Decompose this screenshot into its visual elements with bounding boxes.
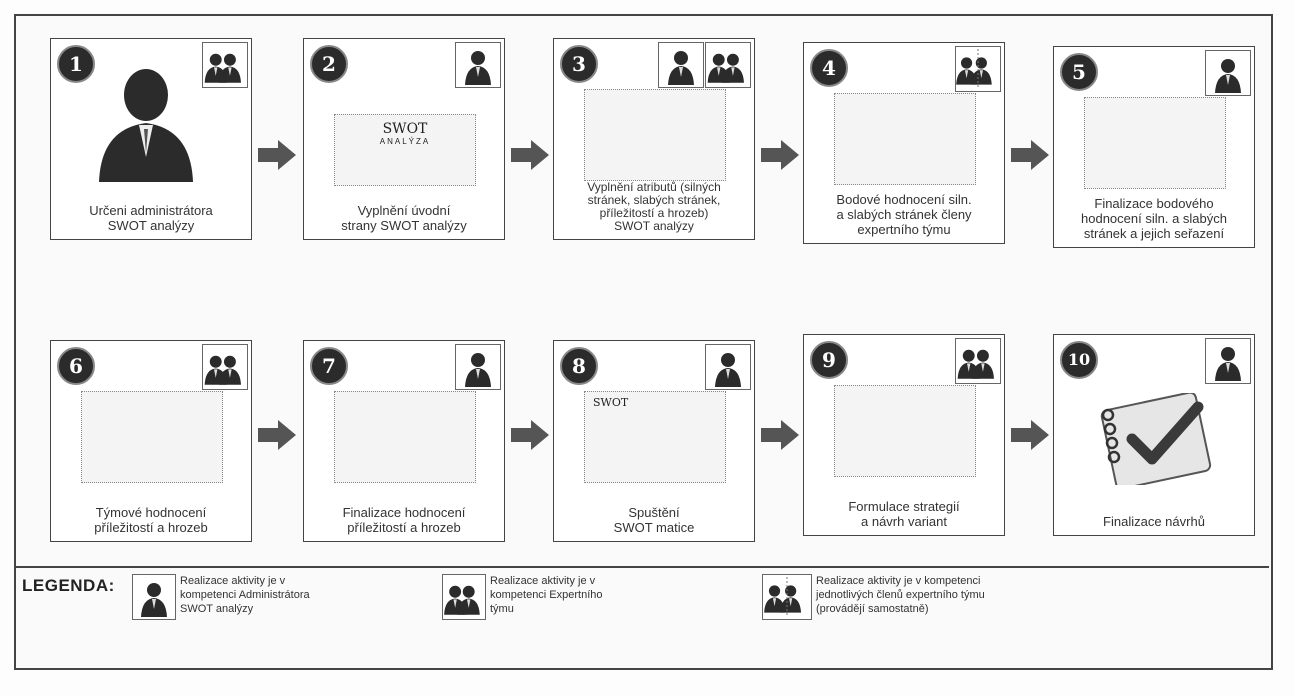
step-6: 6 Týmové hodnocení příležitostí a hrozeb [50, 340, 252, 542]
expert-team-icon [202, 344, 248, 390]
form-screenshot [334, 391, 476, 483]
admin-person-icon [658, 42, 704, 88]
legend: LEGENDA: Realizace aktivity je v kompete… [14, 566, 1269, 624]
admin-person-icon [1205, 50, 1251, 96]
step-number-badge: 3 [560, 45, 598, 83]
expert-team-icon [705, 42, 751, 88]
form-screenshot [584, 89, 726, 181]
form-screenshot [834, 93, 976, 185]
step-caption: Finalizace návrhů [1103, 514, 1205, 529]
individual-members-icon [762, 574, 812, 620]
step-number-badge: 8 [560, 347, 598, 385]
step-caption: Vyplnění úvodní strany SWOT analýzy [341, 203, 467, 233]
admin-person-icon [455, 42, 501, 88]
individual-members-icon [955, 46, 1001, 92]
administrator-figure [91, 57, 201, 182]
flow-arrow [1011, 420, 1049, 450]
admin-person-icon [705, 344, 751, 390]
step-caption: Formulace strategií a návrh variant [848, 499, 960, 529]
flow-arrow [511, 140, 549, 170]
doc-subtitle: ANALÝZA [379, 137, 431, 146]
step-caption: Bodové hodnocení siln. a slabých stránek… [836, 192, 972, 237]
step-9: 9 Formulace strategií a návrh variant [803, 334, 1005, 536]
flow-arrow [258, 420, 296, 450]
step-number-badge: 9 [810, 341, 848, 379]
step-1: 1 Určeni administrátora SWOT analýzy [50, 38, 252, 240]
step-number-badge: 2 [310, 45, 348, 83]
flow-arrow [761, 420, 799, 450]
doc-title: SWOT [382, 121, 428, 137]
legend-text-individual: Realizace aktivity je v kompetenci jedno… [816, 575, 985, 615]
step-caption: Spuštění SWOT matice [613, 505, 695, 535]
admin-person-icon [132, 574, 176, 620]
legend-title: LEGENDA: [22, 576, 115, 595]
doc-title: SWOT [593, 396, 629, 409]
step-4: 4 Bodové hodnocení siln. a slabých strán… [803, 42, 1005, 244]
step-3: 3 Vyplnění atributů (silných stránek, sl… [553, 38, 755, 240]
step-number-badge: 4 [810, 49, 848, 87]
admin-person-icon [455, 344, 501, 390]
step-caption: Finalizace bodového hodnocení siln. a sl… [1081, 196, 1227, 241]
form-screenshot [81, 391, 223, 483]
step-number-badge: 6 [57, 347, 95, 385]
flow-arrow [1011, 140, 1049, 170]
admin-person-icon [1205, 338, 1251, 384]
form-screenshot [834, 385, 976, 477]
expert-team-icon [955, 338, 1001, 384]
flow-arrow [511, 420, 549, 450]
step-caption: Vyplnění atributů (silných stránek, slab… [587, 180, 721, 233]
step-number-badge: 10 [1060, 341, 1098, 379]
step-caption: Týmové hodnocení příležitostí a hrozeb [94, 505, 208, 535]
step-10: 10 Finalizace návrhů [1053, 334, 1255, 536]
step-number-badge: 1 [57, 45, 95, 83]
step-8: SWOT 8 Spuštění SWOT matice [553, 340, 755, 542]
flow-arrow [761, 140, 799, 170]
step-caption: Určeni administrátora SWOT analýzy [89, 203, 213, 233]
form-screenshot [1084, 97, 1226, 189]
step-number-badge: 5 [1060, 53, 1098, 91]
legend-text-admin: Realizace aktivity je v kompetenci Admin… [180, 575, 310, 615]
step-7: 7 Finalizace hodnocení příležitostí a hr… [303, 340, 505, 542]
step-number-badge: 7 [310, 347, 348, 385]
legend-text-expert: Realizace aktivity je v kompetenci Exper… [490, 575, 603, 615]
expert-team-icon [442, 574, 486, 620]
flow-arrow [258, 140, 296, 170]
form-screenshot: SWOT [584, 391, 726, 483]
step-5: 5 Finalizace bodového hodnocení siln. a … [1053, 46, 1255, 248]
step-caption: Finalizace hodnocení příležitostí a hroz… [342, 505, 466, 535]
notebook-checkmark-icon [1094, 391, 1214, 490]
expert-team-icon [202, 42, 248, 88]
